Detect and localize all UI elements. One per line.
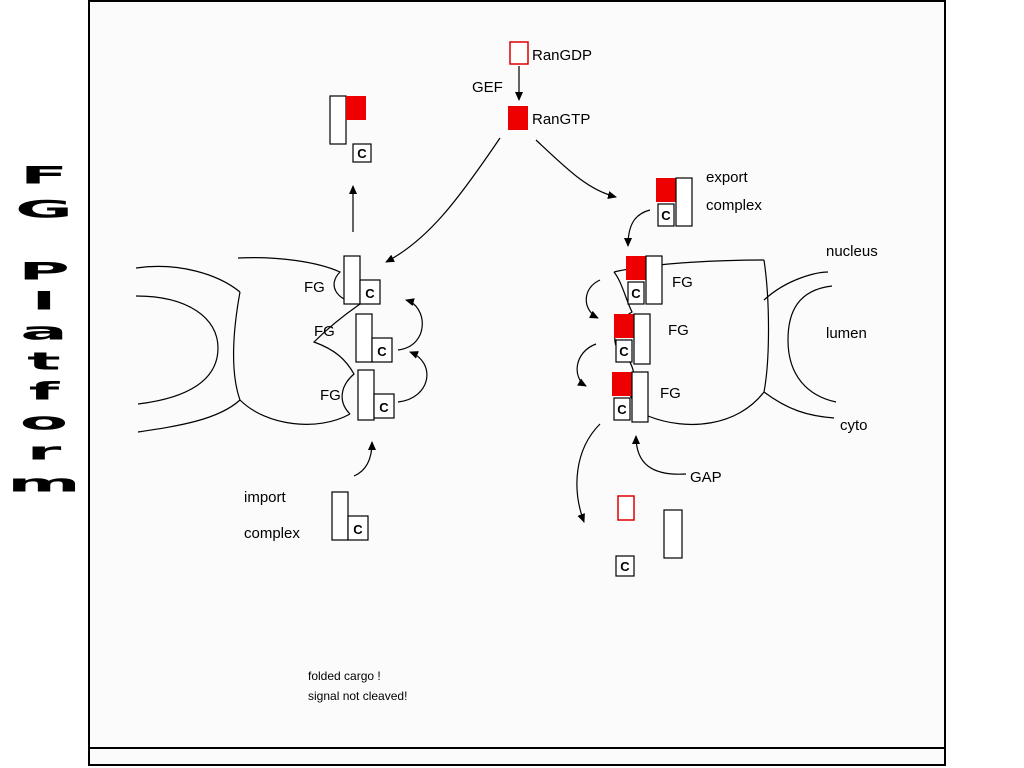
title-letter: t xyxy=(27,347,61,376)
diagram-frame: RanGDP GEF RanGTP C FG FG FG C C C xyxy=(88,0,948,768)
cargo-label: C xyxy=(631,286,641,301)
ran-gdp-box xyxy=(509,41,529,65)
note-line-1: folded cargo ! xyxy=(308,669,381,683)
ran-gtp-group: RanGTP xyxy=(508,106,590,130)
receptor-box xyxy=(663,509,683,559)
title-letter: F xyxy=(19,161,69,190)
nuclear-transport-diagram: RanGDP GEF RanGTP C FG FG FG C C C xyxy=(88,0,946,766)
release-down-arrow xyxy=(576,423,601,523)
note-line-2: signal not cleaved! xyxy=(308,689,407,703)
fg-platform-vertical-title: F G P l a t f o r m xyxy=(0,150,88,500)
export-complex-label-line1: export xyxy=(706,169,749,186)
gap-arrow xyxy=(632,435,687,475)
left-nuclear-pore xyxy=(135,257,362,433)
export-complex-label-line2: complex xyxy=(706,197,762,214)
title-letter: l xyxy=(31,287,57,316)
gap-label: GAP xyxy=(690,469,722,486)
import-complex-label-line2: complex xyxy=(244,525,300,542)
ran-gtp-box xyxy=(346,96,366,120)
export-complex-in-pore-1: C xyxy=(626,255,663,305)
cargo-label: C xyxy=(661,208,671,223)
title-letter: G xyxy=(15,195,73,224)
title-letter: a xyxy=(20,317,68,346)
ran-gtp-label: RanGTP xyxy=(532,111,590,128)
cargo-box xyxy=(352,143,372,163)
import-entry-arrow xyxy=(353,441,376,477)
lumen-label: lumen xyxy=(826,325,867,342)
cargo-label: C xyxy=(620,559,630,574)
cargo-label: C xyxy=(353,522,363,537)
cargo-label: C xyxy=(619,344,629,359)
title-letter: f xyxy=(28,377,60,406)
import-complex-in-pore-1: C xyxy=(343,255,381,305)
pore-hop-arrow xyxy=(397,298,423,351)
import-complex-label-line1: import xyxy=(244,489,287,506)
import-complex-in-pore-3: C xyxy=(357,369,395,421)
ran-gtp-to-export-arrow xyxy=(535,139,617,199)
fg-label: FG xyxy=(672,274,693,291)
cargo-label: C xyxy=(377,344,387,359)
pore-hop-arrow xyxy=(576,343,597,387)
import-complex-in-pore-2: C xyxy=(355,313,393,363)
cyto-label: cyto xyxy=(840,417,868,434)
free-cargo: C xyxy=(615,555,635,577)
cargo-label: C xyxy=(379,400,389,415)
title-letter: m xyxy=(7,469,81,498)
cargo-label: C xyxy=(617,402,627,417)
title-letter: o xyxy=(19,407,69,436)
cargo-label: C xyxy=(357,146,367,161)
export-entry-arrow xyxy=(624,209,651,247)
fg-label: FG xyxy=(668,322,689,339)
export-complex-in-pore-2: C xyxy=(614,313,651,365)
cargo-label: C xyxy=(365,286,375,301)
nucleus-label: nucleus xyxy=(826,243,878,260)
receptor-box xyxy=(329,95,347,145)
title-letter: P xyxy=(18,257,70,286)
pore-hop-arrow xyxy=(585,279,601,319)
ran-gdp-label: RanGDP xyxy=(532,47,592,64)
export-complex-in-pore-3: C xyxy=(612,371,649,423)
fg-label: FG xyxy=(660,385,681,402)
gef-label: GEF xyxy=(472,79,503,96)
export-complex: C xyxy=(656,177,693,227)
ran-gdp-box xyxy=(617,495,635,521)
released-ran-complex: C xyxy=(329,95,372,163)
ran-gtp-box xyxy=(508,106,528,130)
import-complex: C xyxy=(331,491,369,541)
pore-hop-arrow xyxy=(397,351,428,403)
title-letter: r xyxy=(26,437,62,466)
fg-label: FG xyxy=(314,323,335,340)
fg-label: FG xyxy=(320,387,341,404)
fg-label: FG xyxy=(304,279,325,296)
ran-gdp-group: RanGDP xyxy=(509,41,592,65)
ran-gtp-to-import-arrow xyxy=(385,137,501,263)
